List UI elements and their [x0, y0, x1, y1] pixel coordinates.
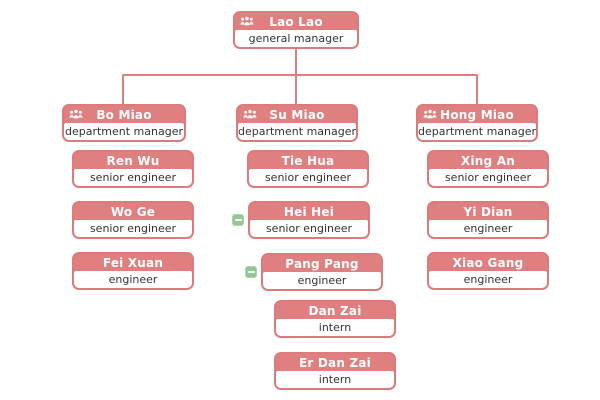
- team-icon: [423, 109, 437, 120]
- org-node-name: Wo Ge: [110, 204, 156, 219]
- team-icon: [243, 109, 257, 120]
- org-node-title: senior engineer: [429, 169, 547, 186]
- org-node-header: Hong Miao: [418, 106, 536, 123]
- org-node-header: Dan Zai: [276, 302, 394, 319]
- org-node-name: Fei Xuan: [102, 255, 164, 270]
- org-node-header: Hei Hei: [250, 203, 368, 220]
- connector-drop-right: [476, 76, 478, 104]
- team-icon: [240, 16, 254, 27]
- org-node-title: senior engineer: [74, 169, 192, 186]
- org-node-name: Xing An: [461, 153, 515, 168]
- org-node-wo-ge[interactable]: Wo Ge senior engineer: [72, 201, 194, 239]
- minus-icon: [234, 219, 242, 221]
- org-node-title: general manager: [235, 30, 357, 47]
- org-node-title: senior engineer: [250, 220, 368, 237]
- org-node-title: senior engineer: [74, 220, 192, 237]
- org-node-name: Bo Miao: [96, 107, 152, 122]
- collapse-button-hei-hei[interactable]: [232, 214, 244, 226]
- org-node-title: intern: [276, 371, 394, 388]
- org-node-dan-zai[interactable]: Dan Zai intern: [274, 300, 396, 338]
- org-node-fei-xuan[interactable]: Fei Xuan engineer: [72, 252, 194, 290]
- minus-icon: [247, 271, 255, 273]
- org-node-header: Su Miao: [238, 106, 356, 123]
- org-node-header: Er Dan Zai: [276, 354, 394, 371]
- org-node-su-miao[interactable]: Su Miao department manager: [236, 104, 358, 142]
- org-node-title: department manager: [238, 123, 357, 140]
- org-node-title: engineer: [429, 271, 547, 288]
- connector-drop-center: [295, 76, 297, 104]
- org-node-name: Ren Wu: [106, 153, 160, 168]
- org-node-title: department manager: [64, 123, 184, 140]
- connector-root-stem: [295, 49, 297, 75]
- org-node-header: Bo Miao: [64, 106, 184, 123]
- org-node-name: Yi Dian: [463, 204, 513, 219]
- org-node-title: engineer: [429, 220, 547, 237]
- org-node-hei-hei[interactable]: Hei Hei senior engineer: [248, 201, 370, 239]
- team-icon: [69, 109, 83, 120]
- org-node-title: department manager: [418, 123, 537, 140]
- org-node-name: Dan Zai: [308, 303, 362, 318]
- org-node-name: Hong Miao: [440, 107, 514, 122]
- org-node-lao-lao[interactable]: Lao Lao general manager: [233, 11, 359, 49]
- org-node-header: Pang Pang: [263, 255, 381, 272]
- org-node-title: engineer: [74, 271, 192, 288]
- org-node-header: Ren Wu: [74, 152, 192, 169]
- org-node-header: Wo Ge: [74, 203, 192, 220]
- collapse-button-pang-pang[interactable]: [245, 266, 257, 278]
- org-node-xiao-gang[interactable]: Xiao Gang engineer: [427, 252, 549, 290]
- org-node-name: Tie Hua: [281, 153, 335, 168]
- org-node-name: Hei Hei: [283, 204, 335, 219]
- connector-horizontal: [122, 74, 478, 76]
- org-node-yi-dian[interactable]: Yi Dian engineer: [427, 201, 549, 239]
- org-node-xing-an[interactable]: Xing An senior engineer: [427, 150, 549, 188]
- org-node-er-dan-zai[interactable]: Er Dan Zai intern: [274, 352, 396, 390]
- org-node-title: engineer: [263, 272, 381, 289]
- org-node-name: Su Miao: [269, 107, 325, 122]
- org-node-bo-miao[interactable]: Bo Miao department manager: [62, 104, 186, 142]
- org-node-hong-miao[interactable]: Hong Miao department manager: [416, 104, 538, 142]
- org-node-title: senior engineer: [249, 169, 367, 186]
- connector-drop-left: [122, 76, 124, 104]
- org-node-ren-wu[interactable]: Ren Wu senior engineer: [72, 150, 194, 188]
- org-node-name: Xiao Gang: [452, 255, 524, 270]
- org-node-name: Er Dan Zai: [299, 355, 371, 370]
- org-node-name: Pang Pang: [285, 256, 359, 271]
- org-node-header: Fei Xuan: [74, 254, 192, 271]
- org-node-tie-hua[interactable]: Tie Hua senior engineer: [247, 150, 369, 188]
- org-node-header: Yi Dian: [429, 203, 547, 220]
- org-node-title: intern: [276, 319, 394, 336]
- org-node-header: Xing An: [429, 152, 547, 169]
- org-node-pang-pang[interactable]: Pang Pang engineer: [261, 253, 383, 291]
- org-node-name: Lao Lao: [269, 14, 323, 29]
- org-node-header: Lao Lao: [235, 13, 357, 30]
- org-node-header: Xiao Gang: [429, 254, 547, 271]
- org-node-header: Tie Hua: [249, 152, 367, 169]
